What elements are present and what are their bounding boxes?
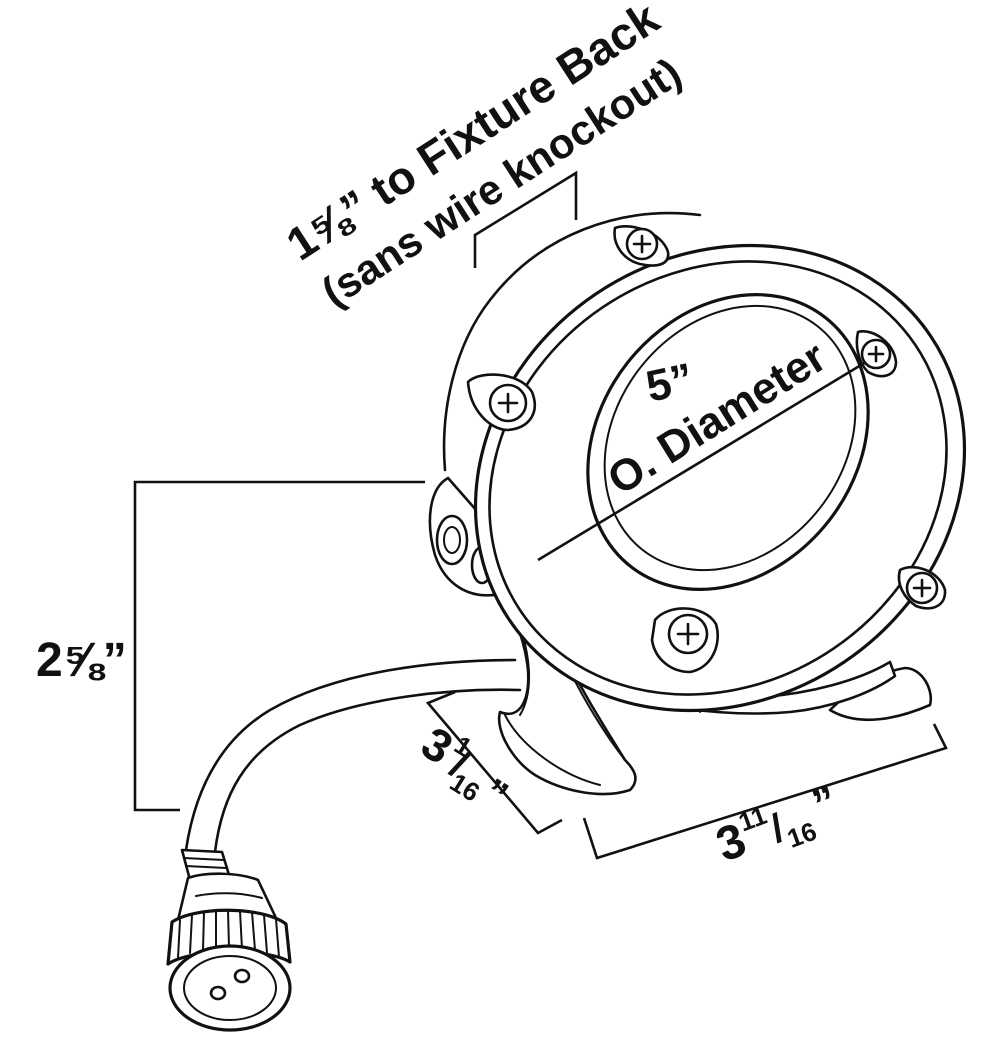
pin-hole-1 bbox=[209, 985, 227, 1001]
back-depth-bracket bbox=[473, 170, 578, 268]
screw-top bbox=[613, 225, 670, 267]
diameter-value-label: 5” bbox=[642, 354, 698, 412]
lens-opening bbox=[586, 293, 870, 591]
diameter-line-overlay bbox=[537, 360, 867, 562]
connector bbox=[166, 848, 292, 1032]
base-depth-bracket bbox=[425, 690, 563, 835]
base-width-denominator: 16 bbox=[783, 816, 820, 854]
screw-bottom-right bbox=[897, 565, 947, 610]
base-depth-quote: ” bbox=[475, 770, 515, 818]
base-width-label: 3 11 / 16 ” bbox=[710, 777, 844, 873]
cable bbox=[184, 658, 522, 854]
screws bbox=[466, 225, 947, 674]
height-bracket bbox=[133, 480, 425, 812]
base-width-bracket bbox=[582, 723, 948, 860]
labels: 1⅝” to Fixture Back (sans wire knockout)… bbox=[36, 0, 844, 873]
pin-hole-2 bbox=[233, 968, 251, 984]
height-label: 2⅝” bbox=[36, 634, 127, 687]
side-boss bbox=[435, 514, 469, 566]
screw-bottom bbox=[650, 607, 719, 674]
front-rim bbox=[473, 243, 967, 713]
screw-left bbox=[466, 373, 537, 432]
screw-right bbox=[855, 330, 898, 378]
